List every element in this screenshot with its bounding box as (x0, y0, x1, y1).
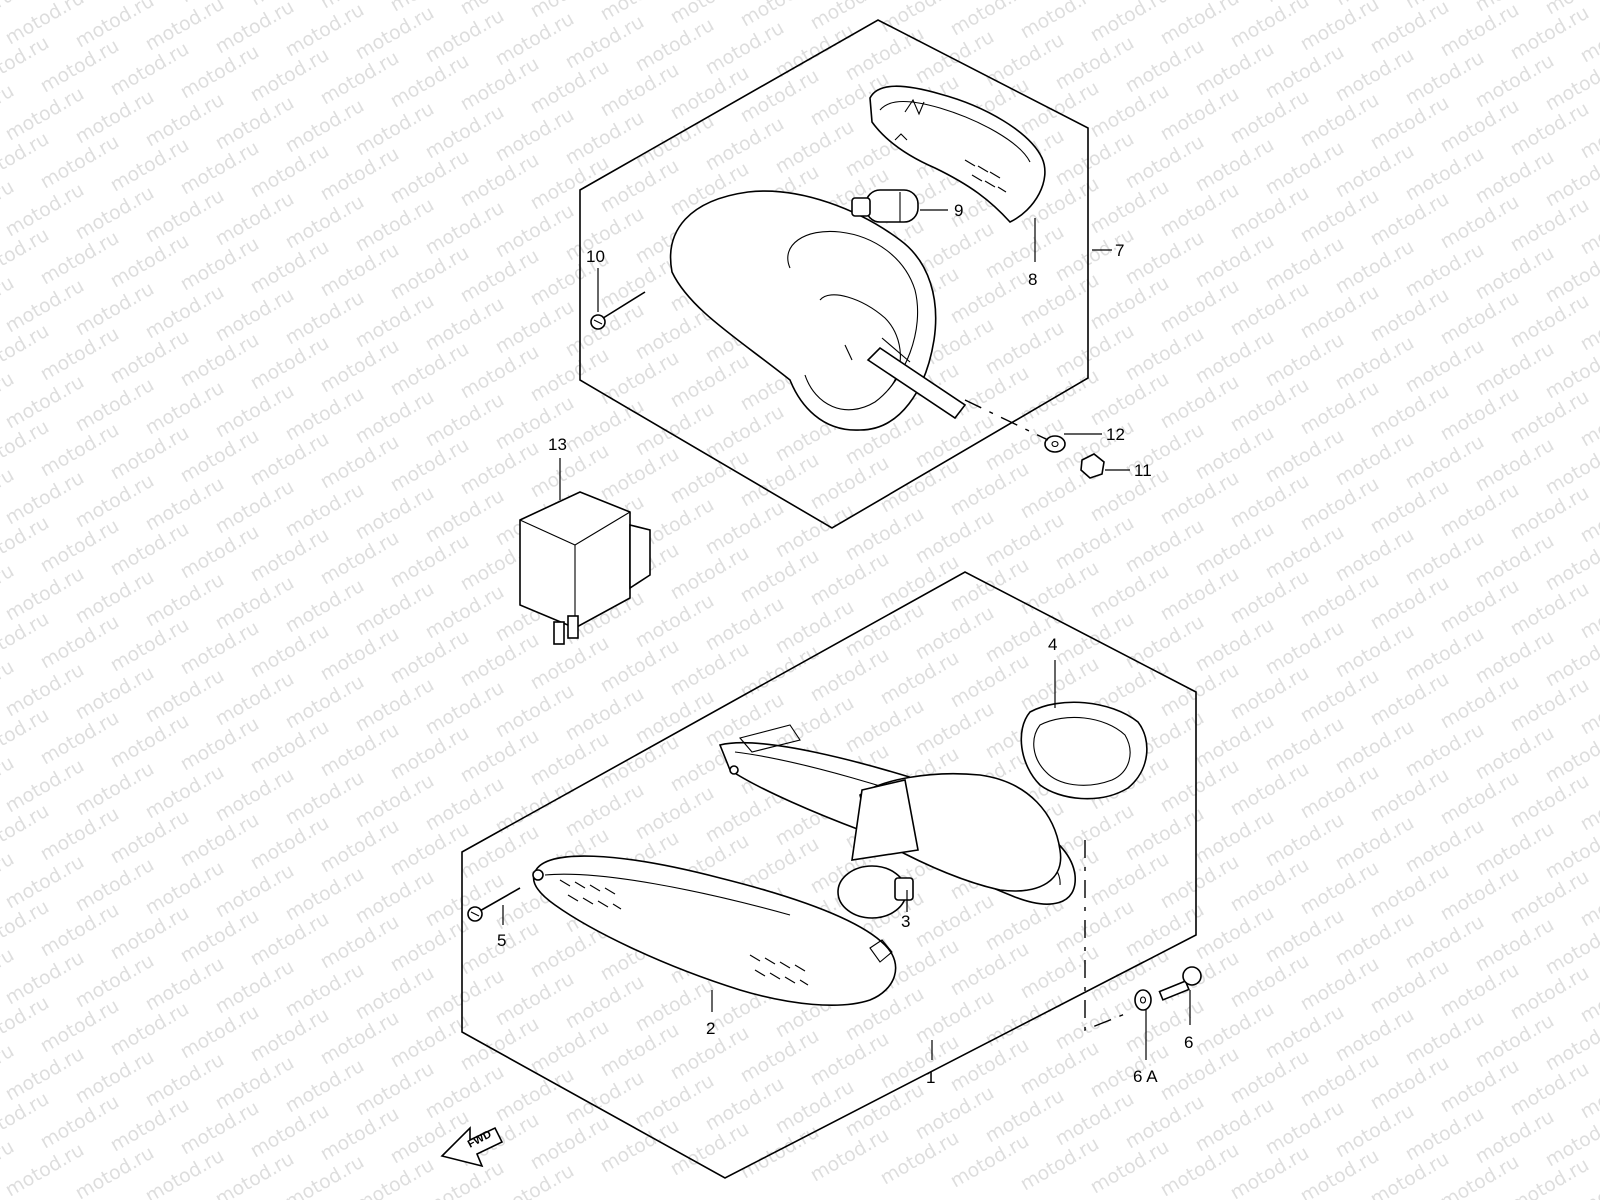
rear-turn-signal-assembly (579, 19, 1105, 529)
callout-13: 13 (548, 435, 567, 454)
callout-9: 9 (954, 201, 963, 220)
rear-cable (866, 346, 967, 420)
front-grommet (1020, 701, 1148, 800)
relay-unit (519, 491, 651, 645)
callout-8: 8 (1028, 270, 1037, 289)
rear-nut (1080, 453, 1105, 479)
callout-2: 2 (706, 1019, 715, 1038)
front-bulb (837, 865, 914, 919)
callout-10: 10 (586, 247, 605, 266)
callout-labels: 1 2 3 4 5 6 6 A 7 8 9 10 11 12 13 (497, 201, 1193, 1087)
leader-lines (502, 209, 1191, 1060)
front-washer (1134, 989, 1152, 1011)
front-bolt (1158, 966, 1202, 1001)
callout-1: 1 (926, 1068, 935, 1087)
front-assembly-frame (461, 571, 1197, 1179)
front-lens-pattern (559, 879, 809, 986)
rear-screw (590, 291, 646, 330)
rear-housing (669, 190, 937, 431)
rear-bulb (851, 189, 919, 223)
rear-lens-pattern (894, 98, 1007, 193)
front-turn-signal-assembly (461, 571, 1202, 1179)
front-lens (532, 855, 897, 1006)
callout-3: 3 (901, 912, 910, 931)
rear-assembly-frame (579, 19, 1089, 529)
rear-lens (869, 85, 1046, 223)
rear-washer (1044, 435, 1066, 453)
callout-7: 7 (1115, 241, 1124, 260)
front-screw (467, 887, 521, 922)
callout-4: 4 (1048, 635, 1057, 654)
callout-6a: 6 A (1133, 1067, 1158, 1086)
callout-12: 12 (1106, 425, 1125, 444)
callout-5: 5 (497, 931, 506, 950)
callout-6: 6 (1184, 1033, 1193, 1052)
callout-11: 11 (1134, 461, 1152, 480)
